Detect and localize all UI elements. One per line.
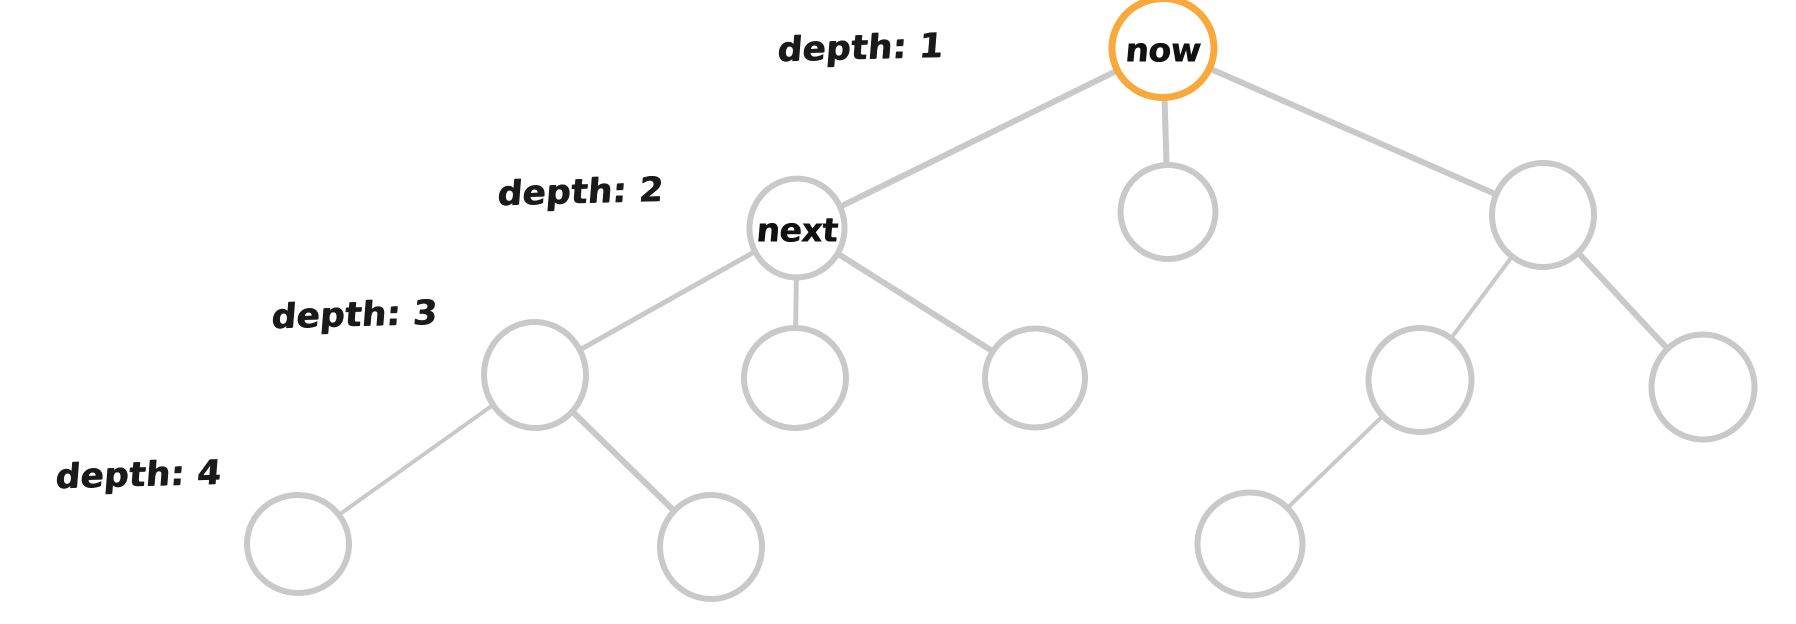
depth-3-label: depth: 3 (270, 292, 440, 338)
tree-node[interactable] (746, 175, 848, 281)
tree-edge (793, 269, 799, 335)
node-circle (1117, 161, 1219, 263)
node-circle (1648, 331, 1758, 443)
node-circle (1488, 159, 1598, 271)
tree-node[interactable] (982, 325, 1088, 431)
node-circle (1194, 489, 1306, 599)
node-label-next: next (754, 210, 840, 250)
node-circle (244, 491, 352, 597)
tree-edge (1446, 250, 1517, 345)
tree-edge (1161, 90, 1170, 173)
nodes-layer (244, 0, 1758, 603)
depth-4-label: depth: 4 (54, 452, 224, 498)
tree-edge (1282, 410, 1389, 513)
tree-node[interactable] (1488, 159, 1598, 271)
node-circle (741, 324, 849, 432)
tree-node[interactable] (1194, 489, 1306, 599)
tree-edge (333, 400, 498, 520)
tree-node[interactable] (656, 491, 766, 603)
node-circle (746, 175, 848, 281)
tree-node-highlighted[interactable] (1108, 0, 1218, 102)
tree-edge (831, 248, 1000, 357)
tree-node[interactable] (1117, 161, 1219, 263)
tree-edge (833, 65, 1125, 212)
node-circle (481, 318, 589, 432)
tree-node[interactable] (244, 491, 352, 597)
node-circle (1365, 324, 1475, 436)
tree-edge (574, 247, 762, 355)
edges-layer (333, 63, 1674, 520)
tree-node[interactable] (480, 318, 591, 433)
tree-edge (566, 405, 681, 518)
depth-2-label: depth: 2 (496, 169, 666, 215)
tree-node[interactable] (1364, 324, 1476, 437)
tree-edge (1202, 63, 1503, 200)
node-label-now: now (1123, 30, 1203, 70)
depth-1-label: depth: 1 (776, 25, 946, 71)
tree-node[interactable] (1648, 331, 1758, 443)
tree-node[interactable] (741, 324, 849, 432)
tree-edge (1572, 246, 1674, 355)
node-circle (656, 491, 766, 603)
node-circle (982, 325, 1088, 431)
node-circle-highlighted (1108, 0, 1218, 102)
